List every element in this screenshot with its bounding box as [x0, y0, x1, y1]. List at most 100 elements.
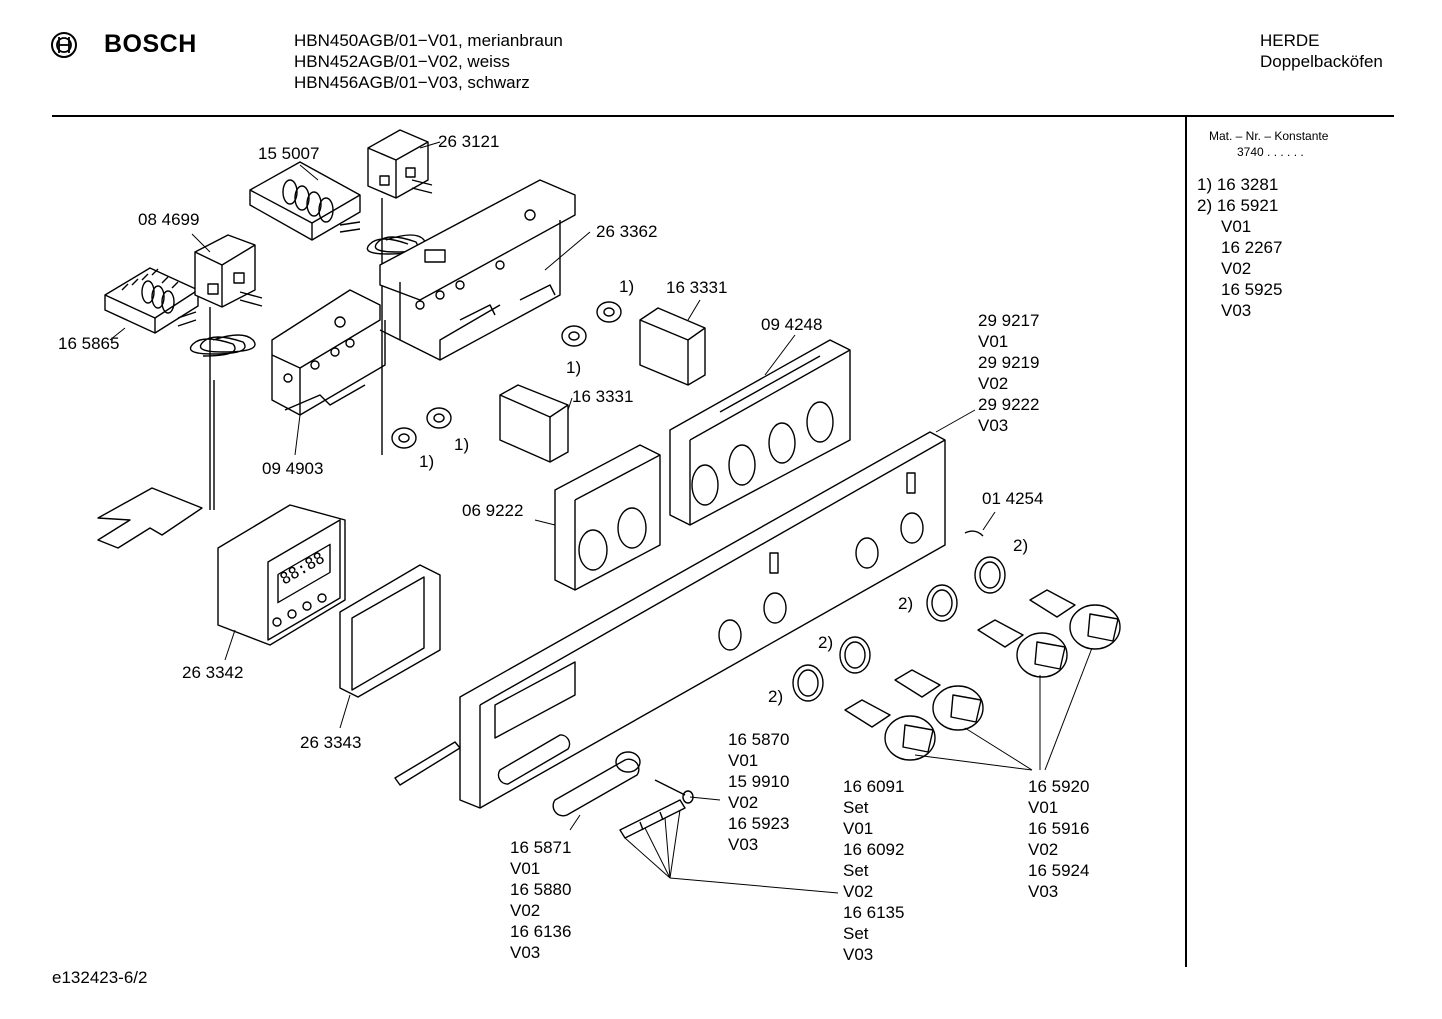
rotary-selector-switch-left: [104, 267, 199, 334]
variant-line: V03: [728, 835, 759, 854]
variant-line: V01: [1028, 798, 1059, 817]
part-label: 01 4254: [982, 489, 1044, 508]
variant-line: 16 5871: [510, 838, 572, 857]
header-rule: [52, 115, 1394, 117]
footnote-marker: 2): [818, 633, 834, 652]
variant-line: 29 9222: [978, 395, 1040, 414]
sidebar-title: Mat. – Nr. – Konstante: [1209, 129, 1329, 143]
part-label: 06 9222: [462, 501, 524, 520]
variant-line: 16 6136: [510, 922, 572, 941]
mounting-clips: [391, 301, 622, 449]
brand-name: BOSCH: [104, 30, 197, 58]
control-panel-fascia: [459, 431, 946, 809]
note-line: 1) 16 3281: [1197, 175, 1279, 194]
sidebar-divider: [1185, 117, 1187, 967]
variant-line: 16 5923: [728, 814, 790, 833]
knob-frame-large: [669, 339, 851, 526]
bosch-logo-icon: [50, 31, 78, 59]
part-label: 09 4248: [761, 315, 823, 334]
footnote-marker: 1): [419, 452, 435, 471]
category-line: Doppelbacköfen: [1260, 52, 1383, 71]
part-label: 26 3342: [182, 663, 244, 682]
category-block: HERDE Doppelbacköfen: [1260, 30, 1383, 72]
footnote-marker: 2): [768, 687, 784, 706]
handle-variant-list: 16 5870 V01 15 9910 V02 16 5923 V03: [728, 729, 789, 855]
control-bracket-lower: [271, 289, 386, 416]
note-line: 16 2267: [1221, 238, 1283, 257]
sidebar-notes: 1) 16 3281 2) 16 5921 V01 16 2267 V02 16…: [1197, 174, 1282, 321]
thermostat-left: [189, 234, 263, 510]
display-frame: [339, 564, 441, 698]
variant-line: V02: [843, 882, 874, 901]
variant-line: V01: [510, 859, 541, 878]
variant-line: V02: [978, 374, 1009, 393]
variant-line: 16 5924: [1028, 861, 1090, 880]
drawing-id: e132423-6/2: [52, 968, 148, 987]
part-label: 16 3331: [666, 278, 728, 297]
footnote-marker: 1): [619, 277, 635, 296]
variant-line: V03: [978, 416, 1009, 435]
extension-rods: [619, 799, 686, 839]
variant-line: 29 9217: [978, 311, 1040, 330]
variant-line: V02: [1028, 840, 1059, 859]
control-knobs: [844, 589, 1121, 761]
note-line: 16 5925: [1221, 280, 1283, 299]
variant-line: V01: [728, 751, 759, 770]
panel-variant-list: 29 9217 V01 29 9219 V02 29 9222 V03: [978, 310, 1039, 436]
rod-variant-list: 16 5871 V01 16 5880 V02 16 6136 V03: [510, 837, 571, 963]
indicator-lamp-upper: [639, 307, 706, 386]
variant-line: V01: [843, 819, 874, 838]
control-bracket-upper: [379, 179, 576, 361]
footnote-marker: 1): [566, 358, 582, 377]
part-label: 15 5007: [258, 144, 320, 163]
knob-rings: [792, 556, 1006, 702]
variant-line: V03: [1028, 882, 1059, 901]
variant-line: 16 5920: [1028, 777, 1090, 796]
sidebar-constant: 3740 . . . . . .: [1237, 145, 1304, 159]
panel-rail: [394, 741, 461, 786]
part-label: 08 4699: [138, 210, 200, 229]
variant-line: 16 6135: [843, 903, 905, 922]
variant-line: V02: [728, 793, 759, 812]
model-line: HBN450AGB/01−V01, merianbraun: [294, 31, 563, 50]
footnote-marker: 1): [454, 435, 470, 454]
shaft-variant-list: 16 6091 Set V01 16 6092 Set V02 16 6135 …: [843, 776, 904, 965]
leader-lines: [109, 141, 1093, 894]
variant-line: V02: [510, 901, 541, 920]
variant-line: 16 5880: [510, 880, 572, 899]
variant-line: Set: [843, 861, 869, 880]
electronic-clock-module: 88:88: [217, 504, 346, 646]
thermostat-top: [366, 129, 433, 455]
small-spring-clip: [964, 530, 984, 537]
insulation-sheet: [97, 487, 203, 549]
variant-line: Set: [843, 798, 869, 817]
note-line: V02: [1221, 259, 1252, 278]
variant-line: 29 9219: [978, 353, 1040, 372]
note-line: V03: [1221, 301, 1252, 320]
variant-line: 16 5870: [728, 730, 790, 749]
part-label: 16 3331: [572, 387, 634, 406]
category-line: HERDE: [1260, 31, 1320, 50]
part-label: 16 5865: [58, 334, 120, 353]
variant-line: V01: [978, 332, 1009, 351]
footnote-marker: 2): [898, 594, 914, 613]
part-label: 09 4903: [262, 459, 324, 478]
indicator-lamp-lower: [499, 384, 569, 463]
variant-line: V03: [510, 943, 541, 962]
knob-frame-small: [554, 444, 661, 591]
part-label: 26 3343: [300, 733, 362, 752]
variant-line: 16 6092: [843, 840, 905, 859]
rotary-selector-switch-top: [249, 161, 361, 241]
model-line: HBN452AGB/01−V02, weiss: [294, 52, 510, 71]
note-line: 2) 16 5921: [1197, 196, 1279, 215]
model-line: HBN456AGB/01−V03, schwarz: [294, 73, 530, 92]
footnote-marker: 2): [1013, 536, 1029, 555]
part-label: 26 3362: [596, 222, 658, 241]
variant-line: V03: [843, 945, 874, 964]
variant-line: 15 9910: [728, 772, 790, 791]
part-label: 26 3121: [438, 132, 500, 151]
variant-line: 16 5916: [1028, 819, 1090, 838]
variant-line: 16 6091: [843, 777, 905, 796]
knob-variant-list: 16 5920 V01 16 5916 V02 16 5924 V03: [1028, 776, 1089, 902]
